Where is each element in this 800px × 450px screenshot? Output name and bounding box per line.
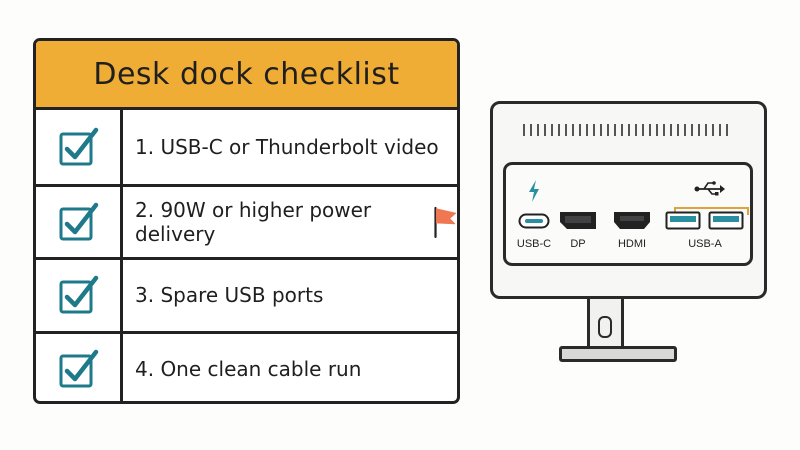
checkbox-checked-icon	[59, 127, 99, 166]
checklist-title: Desk dock checklist	[36, 41, 457, 110]
usb-icon	[694, 181, 725, 196]
checklist-item: 3. Spare USB ports	[36, 257, 457, 331]
usb-a-bracket	[674, 207, 749, 215]
cable-hole	[598, 316, 612, 338]
checkbox[interactable]	[36, 200, 120, 244]
checklist-item-label: 4. One clean cable run	[135, 356, 362, 381]
checkbox-checked-icon	[59, 276, 99, 314]
usb-a-port	[665, 211, 701, 230]
usb-c-port	[518, 213, 550, 229]
checklist-item-label: 2. 90W or higher power delivery	[135, 197, 372, 246]
checklist-item: 2. 90W or higher power delivery	[36, 183, 457, 258]
monitor-vents	[523, 124, 733, 136]
port-label: DP	[570, 238, 586, 250]
checkbox-checked-icon	[59, 202, 99, 241]
port-label: USB-C	[516, 238, 552, 250]
monitor-stand-base	[559, 346, 677, 362]
checklist-item: 4. One clean cable run	[36, 330, 457, 402]
checkbox[interactable]	[36, 125, 120, 169]
checkbox[interactable]	[36, 347, 120, 391]
checklist-item: 1. USB-C or Thunderbolt video	[36, 110, 457, 184]
thunderbolt-icon	[529, 180, 539, 202]
displayport-port	[560, 212, 596, 229]
port-label: USB-A	[688, 238, 722, 250]
flag-icon	[434, 206, 457, 238]
checklist-item-label: 3. Spare USB ports	[135, 283, 324, 308]
port-label: HDMI	[617, 238, 647, 250]
usb-a-port	[708, 211, 744, 230]
checkbox[interactable]	[36, 273, 120, 317]
port-panel: USB-C DP HDMI USB-A	[503, 162, 753, 266]
monitor-back: USB-C DP HDMI USB-A	[490, 101, 767, 299]
checklist-rows: 1. USB-C or Thunderbolt video 2. 90W or …	[36, 110, 457, 402]
checkbox-checked-icon	[59, 349, 99, 388]
checklist-card: Desk dock checklist 1. USB-C or Thunderb…	[33, 38, 460, 404]
hdmi-port	[614, 212, 650, 229]
checklist-item-label: 1. USB-C or Thunderbolt video	[135, 134, 439, 159]
